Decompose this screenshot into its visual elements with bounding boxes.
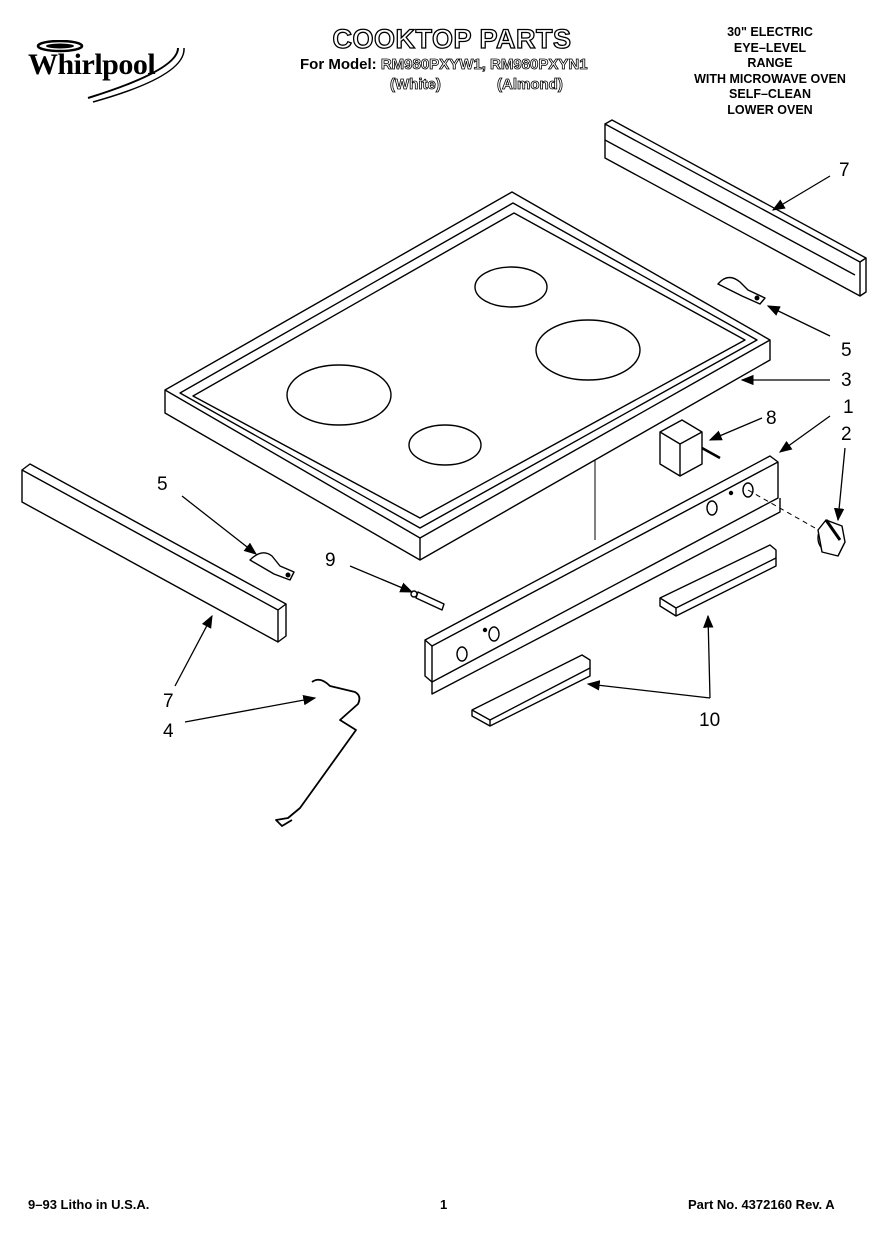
callout-10: 10 <box>699 710 720 731</box>
brand-name: Whirlpool <box>28 48 156 81</box>
whirlpool-logo: Whirlpool <box>28 39 198 110</box>
spec-line: LOWER OVEN <box>727 102 813 117</box>
model-prefix: For Model: <box>300 56 377 73</box>
spec-line: SELF–CLEAN <box>729 87 811 101</box>
footer-date: 9–93 Litho in U.S.A. <box>28 1197 150 1212</box>
control-panel <box>424 455 816 695</box>
spec-line: RANGE <box>747 56 793 70</box>
control-knob <box>817 519 846 557</box>
callout-4: 4 <box>163 721 174 742</box>
hold-down-clip-right <box>717 276 766 305</box>
spec-line: 30" ELECTRIC <box>727 25 813 39</box>
indicator-lamp <box>410 590 445 611</box>
side-trim-strip <box>21 463 287 643</box>
top-trim-strip <box>604 119 867 297</box>
callout-5-left: 5 <box>157 474 168 495</box>
callout-2: 2 <box>841 424 852 445</box>
footer-part-number: Part No. 4372160 Rev. A <box>688 1197 835 1212</box>
hold-down-clip-left <box>249 552 295 581</box>
end-cap-trim-right <box>659 544 777 617</box>
cooktop-glass-panel <box>164 191 771 561</box>
callout-5-right: 5 <box>841 340 852 361</box>
leader-arrows <box>174 175 846 723</box>
support-wire <box>275 678 361 827</box>
model-line: For Model: RM980PXYW1, RM980PXYN1 <box>300 56 588 74</box>
footer-page-number: 1 <box>440 1197 448 1212</box>
callout-3: 3 <box>841 370 852 391</box>
callout-8: 8 <box>766 408 777 429</box>
logo-swoosh-icon <box>36 39 185 103</box>
finish-white: (White) <box>390 76 442 94</box>
end-cap-trim-left <box>471 654 591 727</box>
callout-7-top: 7 <box>839 160 850 181</box>
callout-1: 1 <box>843 397 854 418</box>
model-numbers: RM980PXYW1, RM980PXYN1 <box>380 56 588 74</box>
spec-line: EYE–LEVEL <box>733 40 807 55</box>
appliance-specs: 30" ELECTRIC EYE–LEVEL RANGE WITH MICROW… <box>670 25 870 118</box>
callout-7-bottom: 7 <box>163 691 174 712</box>
callout-9: 9 <box>325 550 336 571</box>
finish-almond: (Almond) <box>497 76 564 94</box>
infinite-switch <box>659 419 721 477</box>
page-title: COOKTOP PARTS <box>332 23 572 54</box>
spec-line: WITH MICROWAVE OVEN <box>694 71 846 86</box>
